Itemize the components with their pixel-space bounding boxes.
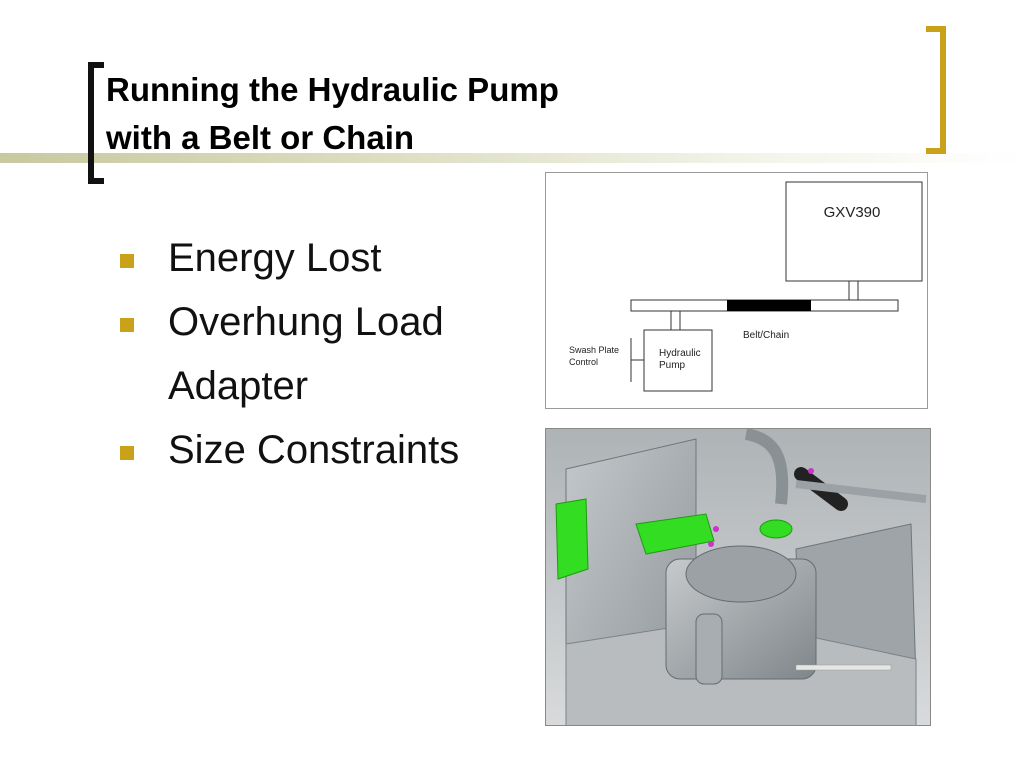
bullet-list: Energy Lost Overhung Load Adapter Size C… xyxy=(118,226,538,482)
bullet-item: Energy Lost xyxy=(118,226,538,290)
pump-label-line-2: Pump xyxy=(659,360,686,371)
bullet-text: Size Constraints xyxy=(168,428,460,472)
engine-shaft xyxy=(848,280,859,301)
swash-label-line-1: Swash Plate xyxy=(569,345,619,355)
schematic-svg: GXV390 Belt/Chain Hydraulic Pump Swash P… xyxy=(569,181,923,392)
swash-label-line-2: Control xyxy=(569,357,598,367)
bullet-text: Energy Lost xyxy=(168,236,382,280)
engine-label: GXV390 xyxy=(824,204,881,221)
slide-title: Running the Hydraulic Pump with a Belt o… xyxy=(106,66,806,162)
belt-drive-schematic: GXV390 Belt/Chain Hydraulic Pump Swash P… xyxy=(545,172,928,409)
cad-render-image xyxy=(545,428,931,726)
title-underline xyxy=(0,153,1024,163)
title-line-1: Running the Hydraulic Pump xyxy=(106,71,559,108)
belt-black-segment xyxy=(727,300,811,311)
right-bracket-decoration xyxy=(926,26,946,154)
title-line-2: with a Belt or Chain xyxy=(106,119,415,156)
pump-label-line-1: Hydraulic xyxy=(659,348,701,359)
bullet-square-icon xyxy=(120,318,134,332)
cad-render-svg xyxy=(546,429,930,725)
pump-shaft xyxy=(670,310,681,331)
bullet-text: Overhung Load xyxy=(168,300,444,344)
engine-box xyxy=(785,181,923,282)
belt-label: Belt/Chain xyxy=(743,330,789,341)
left-bracket-decoration xyxy=(88,62,104,184)
bullet-item: Overhung Load Adapter xyxy=(118,290,538,418)
bullet-item: Size Constraints xyxy=(118,418,538,482)
bullet-square-icon xyxy=(120,446,134,460)
bullet-text-continuation: Adapter xyxy=(168,364,309,408)
bullet-square-icon xyxy=(120,254,134,268)
